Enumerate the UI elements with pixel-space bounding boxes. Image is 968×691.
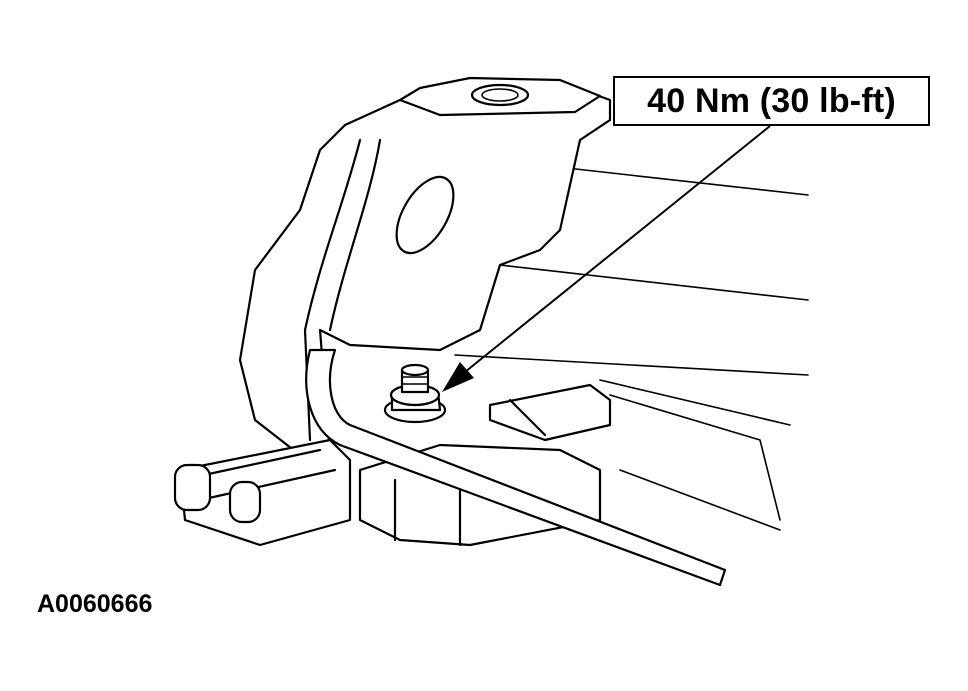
bolt (383, 363, 447, 424)
chassis-frame-lines (454, 164, 809, 531)
figure-id-label: A0060666 (37, 590, 153, 618)
torque-callout-label: 40 Nm (30 lb-ft) (647, 81, 896, 120)
mounting-bracket (238, 76, 612, 457)
stabilizer-bar (305, 348, 727, 587)
torque-callout-box: 40 Nm (30 lb-ft) (613, 76, 930, 126)
callout-leader-arrow (442, 125, 771, 392)
